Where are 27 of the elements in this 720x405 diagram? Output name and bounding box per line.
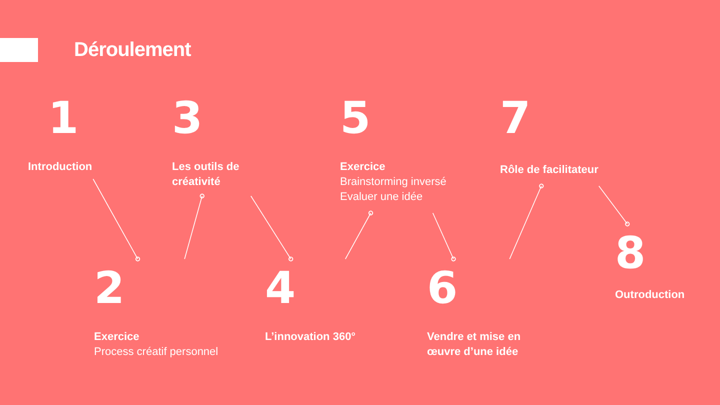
step-title: Les outils de créativité xyxy=(172,160,240,190)
step-title: Outroduction xyxy=(615,288,685,303)
step-title: Rôle de facilitateur xyxy=(500,163,598,178)
step-title: Exercice xyxy=(94,330,140,345)
step-description: Brainstorming inversé xyxy=(340,175,446,190)
step-number: 5 xyxy=(340,95,371,143)
step-title: Vendre et mise en œuvre d’une idée xyxy=(427,330,522,360)
step-title: L’innovation 360° xyxy=(265,330,356,345)
connector-line xyxy=(509,184,544,260)
step-description: Process créatif personnel xyxy=(94,345,218,360)
connector-line xyxy=(250,196,294,262)
slide-title: Déroulement xyxy=(74,39,191,62)
step-number: 3 xyxy=(172,95,203,143)
connector-line xyxy=(432,212,456,262)
step-number: 1 xyxy=(48,95,79,143)
step-number: 6 xyxy=(427,265,458,313)
step-description: Evaluer une idée xyxy=(340,190,423,205)
connector-line xyxy=(92,178,140,262)
step-title: Exercice xyxy=(340,160,386,175)
step-number: 8 xyxy=(615,230,646,278)
connector-line xyxy=(345,210,374,260)
connector-line xyxy=(598,186,630,226)
connector-line xyxy=(184,194,204,260)
step-title: Introduction xyxy=(28,160,92,175)
step-number: 2 xyxy=(94,265,125,313)
step-number: 4 xyxy=(265,265,296,313)
step-number: 7 xyxy=(500,95,531,143)
